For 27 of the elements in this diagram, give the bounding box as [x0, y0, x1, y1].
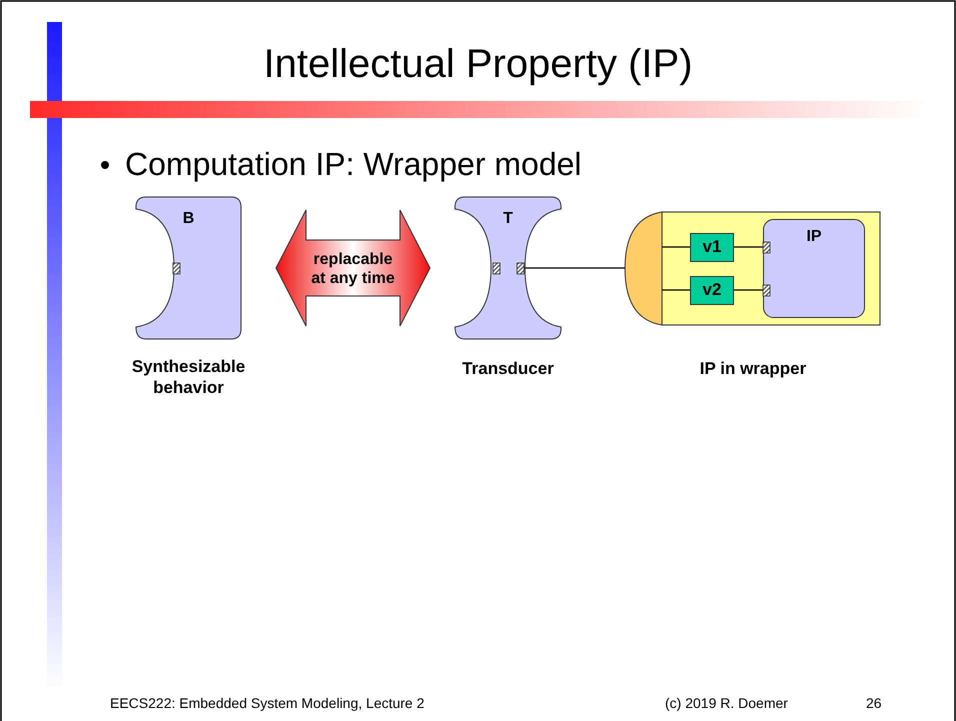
- block-label: IP: [805, 227, 823, 246]
- connector-line: [734, 289, 763, 291]
- arrow-label: replacable at any time: [310, 250, 396, 288]
- connector-line: [662, 289, 690, 291]
- connector-line: [734, 246, 763, 248]
- bullet-text: Computation IP: Wrapper model: [125, 146, 582, 183]
- variable-box: [690, 233, 734, 262]
- block-label: v2: [702, 280, 722, 300]
- behavior-block: [136, 197, 241, 339]
- transducer-block: [455, 197, 561, 339]
- footer-text: (c) 2019 R. Doemer: [665, 695, 788, 711]
- block-label: v1: [702, 237, 722, 258]
- footer-text: EECS222: Embedded System Modeling, Lecture 2: [110, 695, 424, 711]
- wrapper-block: [662, 212, 880, 325]
- adapter-cap: [625, 212, 662, 325]
- caption-text: Synthesizable behavior: [130, 356, 246, 398]
- page-number: 26: [866, 695, 882, 711]
- block-label: B: [182, 209, 196, 228]
- connector-line: [662, 246, 690, 248]
- caption-text: Transducer: [461, 358, 555, 380]
- double-arrow-shape: [276, 210, 430, 326]
- caption-text: IP in wrapper: [698, 358, 808, 380]
- connector-line: [524, 267, 625, 269]
- ip-block: [763, 219, 865, 318]
- slide-title: Intellectual Property (IP): [262, 42, 694, 87]
- block-label: T: [502, 209, 514, 228]
- variable-box: [690, 276, 734, 305]
